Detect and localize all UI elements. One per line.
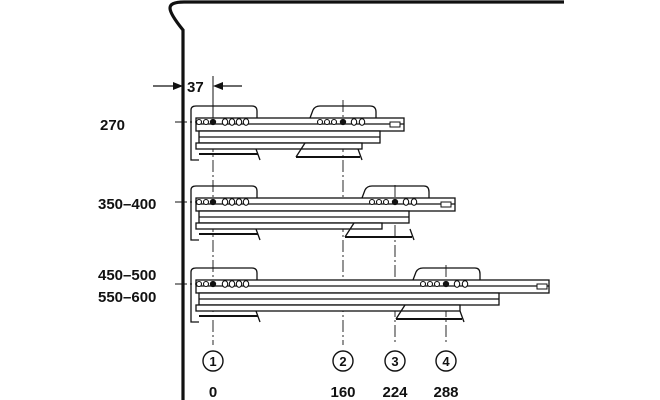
svg-text:3: 3	[391, 354, 398, 369]
row-label-270: 270	[100, 117, 125, 134]
runner-270-holes	[195, 118, 366, 126]
callout-4: 4	[435, 350, 457, 372]
runner-450-600-holes	[195, 280, 469, 288]
callout-1: 1	[202, 350, 224, 372]
column-label-0: 0	[209, 384, 217, 400]
svg-text:4: 4	[442, 354, 450, 369]
row-label-550-600: 550–600	[98, 289, 156, 306]
runner-350-400-holes	[195, 198, 418, 206]
svg-text:1: 1	[209, 354, 216, 369]
row-label-450-500: 450–500	[98, 267, 156, 284]
callout-3: 3	[384, 350, 406, 372]
svg-text:2: 2	[339, 354, 346, 369]
column-label-160: 160	[330, 384, 355, 400]
column-label-288: 288	[433, 384, 458, 400]
cabinet-outline	[168, 0, 564, 400]
offset-dimension-label: 37	[187, 79, 204, 96]
runner-450-600	[190, 267, 550, 323]
callout-2: 2	[332, 350, 354, 372]
row-label-350-400: 350–400	[98, 196, 156, 213]
column-label-224: 224	[382, 384, 408, 400]
runner-350-400	[190, 185, 456, 241]
offset-dimension: 37	[153, 76, 242, 118]
runner-270	[190, 105, 405, 161]
